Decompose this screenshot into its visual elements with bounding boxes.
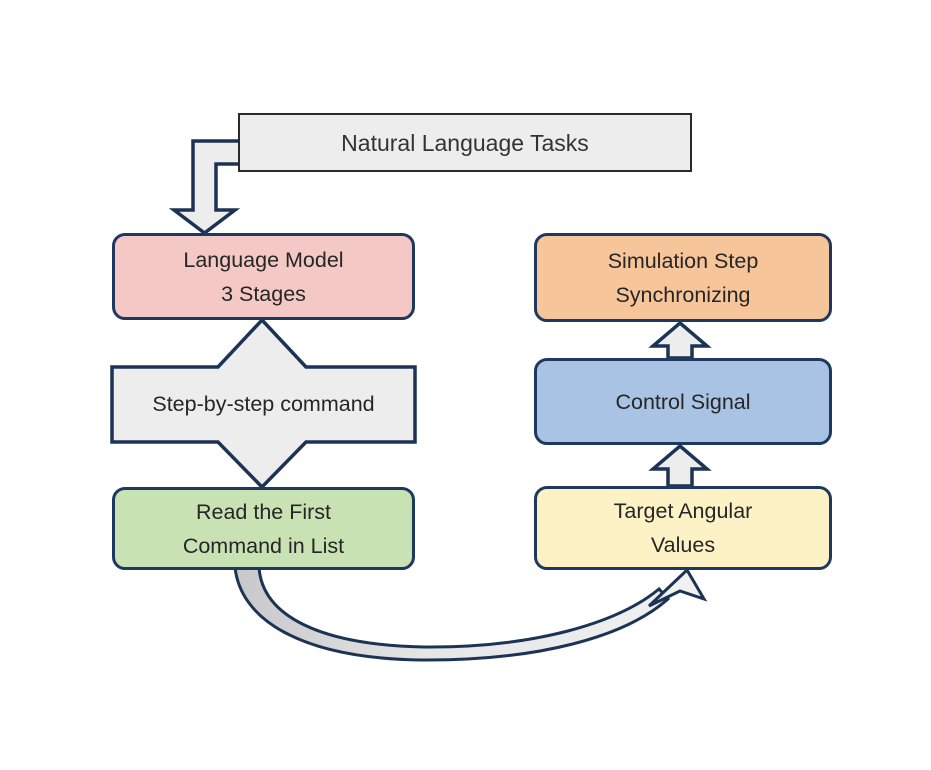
- up-arrow-control-to-simulation-icon: [648, 320, 712, 360]
- node-label-line: Synchronizing: [615, 282, 751, 307]
- node-label-line: 3 Stages: [221, 281, 306, 306]
- curved-swoosh-arrowhead-icon: [647, 567, 708, 608]
- node-language-model: Language Model 3 Stages: [112, 233, 415, 320]
- node-label: Step-by-step command: [152, 392, 375, 416]
- node-natural-language-tasks: Natural Language Tasks: [238, 113, 692, 172]
- node-label-line: Read the First: [195, 499, 332, 524]
- node-read-first-command: Read the First Command in List: [112, 487, 415, 570]
- node-label: Control Signal: [615, 389, 751, 414]
- node-target-angular-values: Target Angular Values: [534, 486, 832, 570]
- curved-swoosh-ribbon-icon: [233, 565, 671, 662]
- node-control-signal: Control Signal: [534, 358, 832, 445]
- elbow-arrow-down-icon: [168, 139, 248, 236]
- node-label-line: Target Angular: [613, 499, 753, 523]
- up-arrow-target-to-control-icon: [648, 443, 712, 488]
- node-label-line: Simulation Step: [607, 248, 759, 273]
- node-label-line: Command in List: [182, 533, 345, 558]
- node-label-line: Values: [650, 533, 716, 557]
- node-label-line: Language Model: [183, 247, 344, 272]
- node-label: Natural Language Tasks: [341, 129, 589, 156]
- node-simulation-step-synchronizing: Simulation Step Synchronizing: [534, 233, 832, 322]
- node-step-by-step-command: Step-by-step command: [112, 367, 415, 442]
